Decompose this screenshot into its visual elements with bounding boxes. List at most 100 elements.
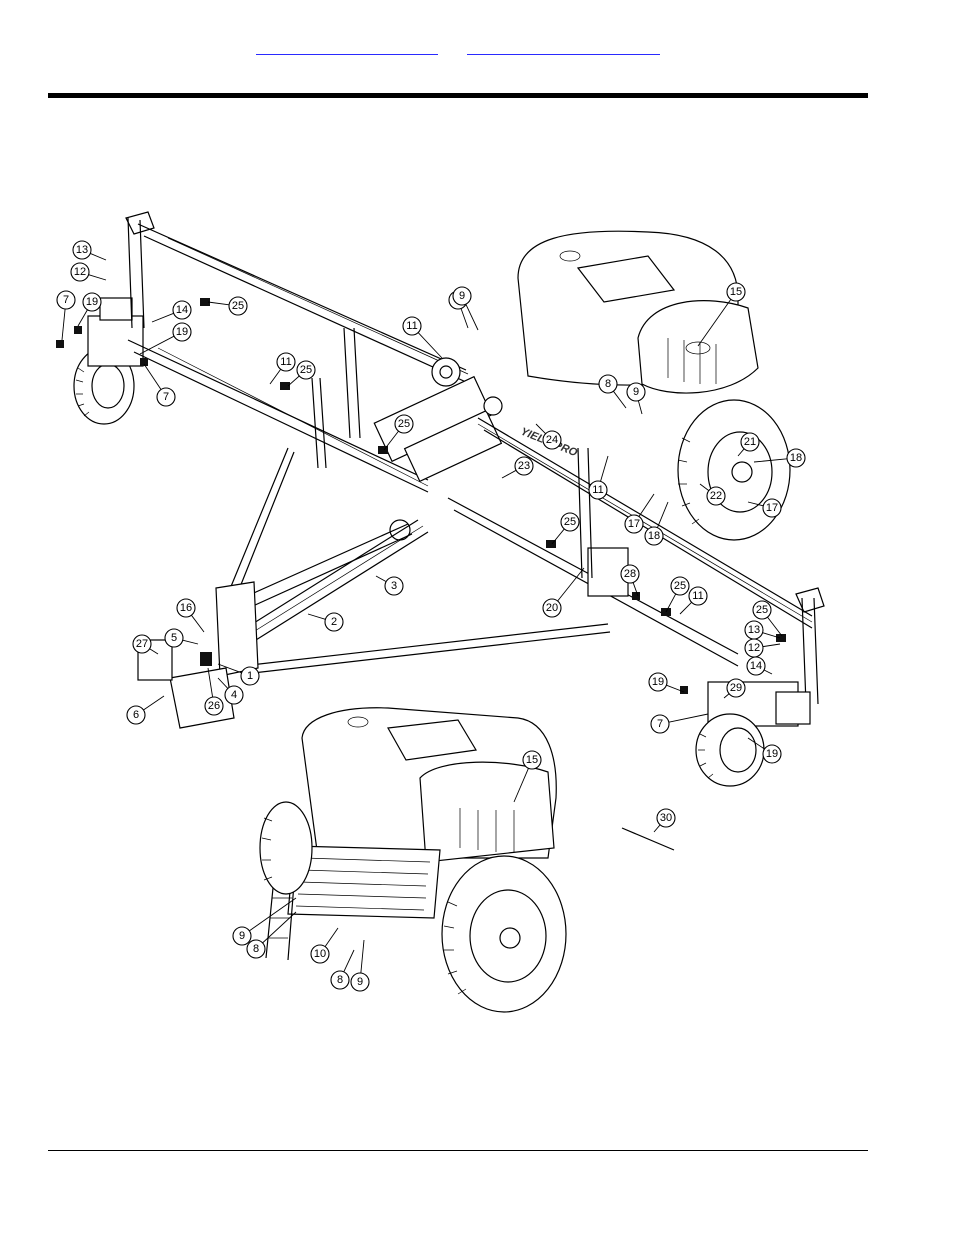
callout-12: 12 [70,262,90,282]
callout-leader-11 [679,602,692,615]
header-links [0,38,954,58]
callout-leader-4 [217,677,229,689]
callout-28: 28 [620,564,640,584]
callout-leader-10 [324,927,339,947]
parts-diagram-svg: YIELD-PRO 123456777888899991011111111121… [56,211,825,1013]
callout-label: 13 [76,244,88,256]
callout-label: 6 [133,709,139,721]
callout-leader-9 [249,897,297,932]
callout-13: 13 [72,240,92,260]
callout-leader-19 [77,309,88,327]
callout-3: 3 [384,576,404,596]
callout-25: 25 [560,512,580,532]
callout-9: 9 [452,286,472,306]
callout-leader-8 [262,911,297,944]
callout-label: 17 [766,502,778,514]
callout-label: 24 [546,434,558,446]
callout-19: 19 [82,292,102,312]
callout-label: 3 [391,580,397,592]
callout-leader-14 [763,669,773,675]
callout-leader-3 [375,575,387,583]
callout-11: 11 [276,352,296,372]
machine-illustration: YIELD-PRO [56,211,825,1013]
callout-9: 9 [626,382,646,402]
bottom-tank-icon [301,707,557,863]
callout-leader-2 [307,613,326,620]
callout-leader-25 [383,430,399,451]
rear-wheel-lower-icon [441,855,567,1013]
callout-9: 9 [232,926,252,946]
callout-leader-1 [217,663,242,674]
callout-label: 18 [790,452,802,464]
callout-16: 16 [176,598,196,618]
callout-label: 14 [750,660,762,672]
callout-leader-25 [207,301,230,306]
header-link-secondary[interactable] [467,38,660,55]
callout-7: 7 [56,290,76,310]
callout-label: 19 [176,326,188,338]
callout-1: 1 [240,666,260,686]
callout-13: 13 [744,620,764,640]
header-rule [48,93,868,98]
callout-19: 19 [172,322,192,342]
callout-label: 23 [518,460,530,472]
callout-leader-5 [182,639,199,645]
callout-label: 19 [766,748,778,760]
callout-leader-8 [460,308,469,329]
callout-label: 18 [648,530,660,542]
callout-leader-20 [557,567,585,602]
callout-leader-25 [665,593,677,613]
callout-leader-19 [747,737,765,750]
callout-leader-21 [737,448,745,457]
callout-15: 15 [522,750,542,770]
callout-leader-12 [762,643,781,648]
callout-leader-18 [753,458,788,463]
callout-leader-18 [657,501,669,528]
callout-label: 2 [331,616,337,628]
callout-6: 6 [126,705,146,725]
callout-leader-25 [551,528,565,545]
callout-leader-22 [699,483,710,491]
callout-leader-13 [762,632,781,639]
callout-leader-25 [767,616,783,637]
callout-25: 25 [752,600,772,620]
callout-leader-25 [287,375,300,387]
callout-11: 11 [588,480,608,500]
callout-label: 25 [564,516,576,528]
callout-label: 7 [63,294,69,306]
callout-leader-8 [613,390,627,409]
callout-leader-9 [637,400,643,415]
callout-label: 11 [406,320,417,332]
header-link-primary[interactable] [256,38,438,55]
callout-leader-11 [269,369,282,385]
callout-24: 24 [542,430,562,450]
callout-9: 9 [350,972,370,992]
callout-25: 25 [670,576,690,596]
callout-label: 8 [605,378,611,390]
callout-7: 7 [650,714,670,734]
callout-25: 25 [228,296,248,316]
callout-label: 30 [660,812,672,824]
callout-29: 29 [726,678,746,698]
callout-label: 28 [624,568,636,580]
callout-leader-24 [535,423,546,434]
callout-8: 8 [246,939,266,959]
callout-4: 4 [224,685,244,705]
callout-label: 19 [86,296,98,308]
rear-wheel-upper-icon [677,399,791,541]
callout-label: 9 [633,386,639,398]
callout-leader-9 [360,939,365,974]
callout-leader-8 [343,949,355,973]
callout-8: 8 [598,374,618,394]
callout-label: 11 [280,356,291,368]
callout-leader-17 [638,493,655,517]
callout-27: 27 [132,634,152,654]
callout-14: 14 [746,656,766,676]
parts-diagram: YIELD-PRO 123456777888899991011111111121… [48,198,838,1018]
callout-label: 29 [730,682,742,694]
callout-leader-14 [151,312,174,323]
callout-leader-15 [697,299,732,347]
callout-18: 18 [786,448,806,468]
callout-label: 26 [208,700,220,712]
callout-leader-17 [747,501,764,507]
